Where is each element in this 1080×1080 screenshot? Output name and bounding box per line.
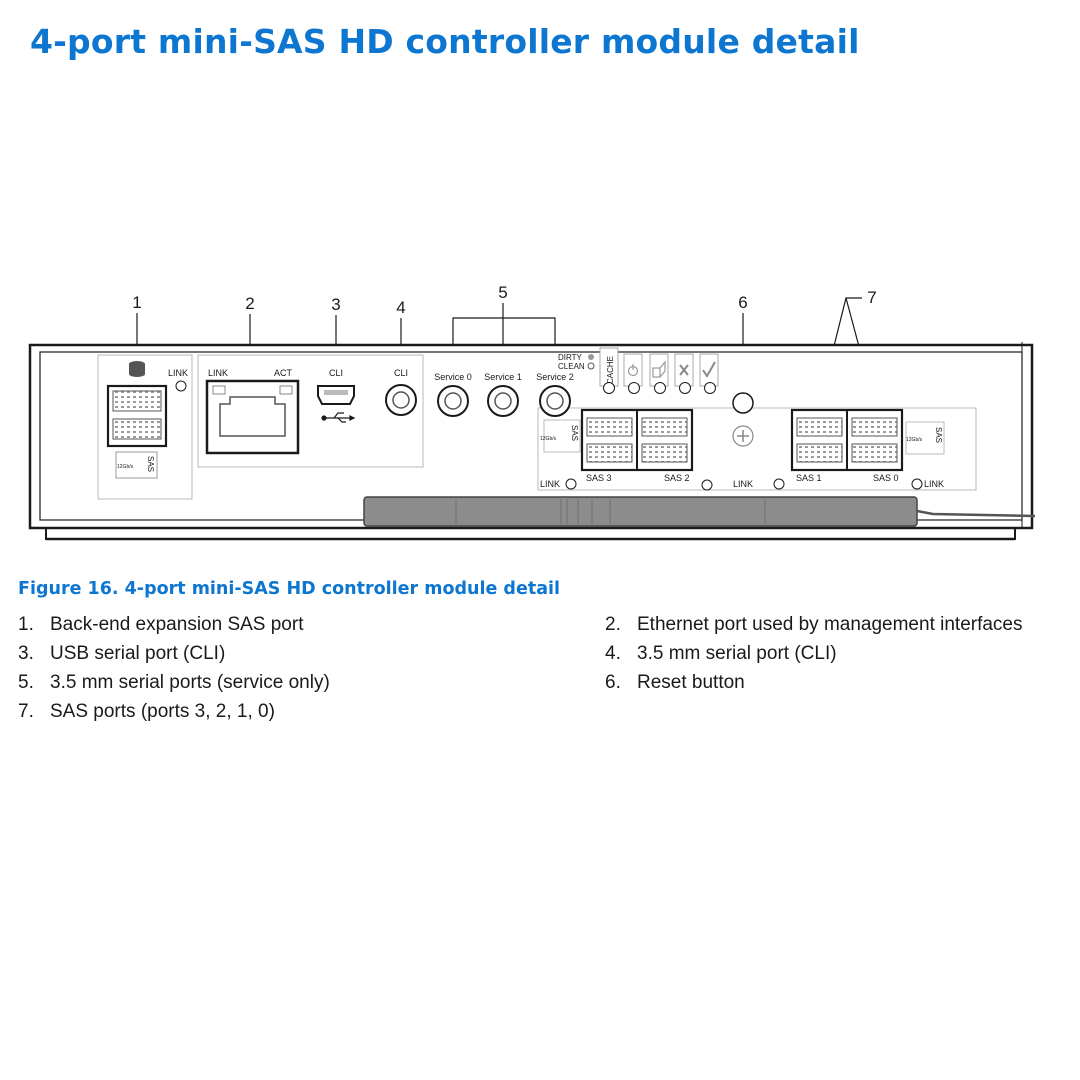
link-led-left bbox=[565, 478, 577, 490]
fault-led bbox=[679, 382, 691, 394]
cli-label-usb: CLI bbox=[329, 368, 343, 378]
status-leds: DIRTY CLEAN CACHE bbox=[558, 347, 719, 394]
eth-link-label: LINK bbox=[208, 368, 228, 378]
power-icon bbox=[627, 364, 639, 377]
fault-x-icon bbox=[679, 364, 689, 376]
sas-label-right: SAS bbox=[934, 427, 943, 443]
clean-label: CLEAN bbox=[558, 362, 585, 371]
cache-led bbox=[603, 382, 615, 394]
legend-item: 3. USB serial port (CLI) bbox=[18, 642, 605, 665]
usb-icon bbox=[321, 412, 356, 423]
figure-caption: Figure 16. 4-port mini-SAS HD controller… bbox=[18, 579, 560, 599]
service-ports: Service 0 Service 1 Service 2 bbox=[434, 372, 574, 417]
legend-number: 7. bbox=[18, 701, 34, 722]
speed-label-right: 12Gb/s bbox=[906, 437, 923, 443]
legend-text: 3.5 mm serial ports (service only) bbox=[50, 672, 330, 693]
link-label-mid: LINK bbox=[733, 479, 753, 489]
callout-6: 6 bbox=[738, 293, 747, 312]
ethernet-port: LINK ACT bbox=[205, 368, 300, 455]
legend-text: Back-end expansion SAS port bbox=[50, 614, 304, 635]
cli-label-audio: CLI bbox=[394, 368, 408, 378]
link-led-expansion bbox=[175, 380, 187, 392]
legend-number: 1. bbox=[18, 614, 34, 635]
legend-number: 2. bbox=[605, 614, 621, 635]
legend-item: 1. Back-end expansion SAS port bbox=[18, 613, 605, 636]
speed-label-expansion: 12Gb/s bbox=[117, 464, 134, 470]
link-led-sas2 bbox=[701, 479, 713, 491]
legend-text: Ethernet port used by management interfa… bbox=[637, 614, 1023, 635]
legend-text: SAS ports (ports 3, 2, 1, 0) bbox=[50, 701, 275, 722]
reset-button bbox=[732, 392, 754, 447]
service1-label: Service 1 bbox=[484, 372, 522, 382]
ok-led bbox=[704, 382, 716, 394]
callout-1: 1 bbox=[132, 293, 141, 312]
sas2-label: SAS 2 bbox=[664, 473, 690, 483]
sas3-label: SAS 3 bbox=[586, 473, 612, 483]
sas-label-expansion: SAS bbox=[146, 456, 155, 472]
sas1-label: SAS 1 bbox=[796, 473, 822, 483]
latch-handle bbox=[363, 496, 1036, 527]
sas-label-left: SAS bbox=[570, 425, 579, 441]
legend-item: 4. 3.5 mm serial port (CLI) bbox=[605, 642, 1065, 665]
legend-number: 6. bbox=[605, 672, 621, 693]
page-title: 4-port mini-SAS HD controller module det… bbox=[30, 22, 860, 61]
power-led bbox=[628, 382, 640, 394]
callout-2: 2 bbox=[245, 294, 254, 313]
unit-locator-icon bbox=[652, 360, 666, 378]
clean-icon bbox=[587, 362, 595, 370]
speed-label-left: 12Gb/s bbox=[540, 436, 557, 442]
locator-led bbox=[654, 382, 666, 394]
legend-number: 3. bbox=[18, 643, 34, 664]
service2-label: Service 2 bbox=[536, 372, 574, 382]
sub-panels bbox=[97, 354, 977, 500]
sas-host-ports: 12Gb/s SAS SAS 3 SAS 2 LINK LINK SAS 1 S… bbox=[540, 408, 945, 491]
ok-check-icon bbox=[702, 361, 716, 378]
legend-text: Reset button bbox=[637, 672, 745, 693]
legend-item: 5. 3.5 mm serial ports (service only) bbox=[18, 671, 605, 694]
link-led-right bbox=[911, 478, 923, 490]
callout-5: 5 bbox=[498, 283, 507, 302]
legend-number: 4. bbox=[605, 643, 621, 664]
dirty-label: DIRTY bbox=[558, 353, 583, 362]
link-label-expansion: LINK bbox=[168, 368, 188, 378]
callout-4: 4 bbox=[396, 298, 405, 317]
controller-module-diagram: 1 2 3 4 5 6 7 bbox=[28, 283, 1036, 541]
cache-label: CACHE bbox=[606, 356, 615, 384]
callout-3: 3 bbox=[331, 295, 340, 314]
legend-text: 3.5 mm serial port (CLI) bbox=[637, 643, 837, 664]
database-icon bbox=[129, 361, 145, 377]
callout-7: 7 bbox=[867, 288, 876, 307]
cli-serial-port-3-5mm: CLI bbox=[385, 368, 417, 416]
legend-item: 6. Reset button bbox=[605, 671, 1065, 694]
legend-item: 7. SAS ports (ports 3, 2, 1, 0) bbox=[18, 700, 605, 723]
link-label-right: LINK bbox=[924, 479, 944, 489]
link-led-mid bbox=[773, 478, 785, 490]
sas0-label: SAS 0 bbox=[873, 473, 899, 483]
legend-item: 2. Ethernet port used by management inter… bbox=[605, 613, 1065, 636]
eth-act-label: ACT bbox=[274, 368, 293, 378]
legend-text: USB serial port (CLI) bbox=[50, 643, 226, 664]
callout-legend: 1. Back-end expansion SAS port 2. Ethernet… bbox=[18, 613, 1078, 723]
service0-label: Service 0 bbox=[434, 372, 472, 382]
expansion-sas-port: 12Gb/s SAS LINK bbox=[106, 361, 188, 479]
dirty-icon bbox=[588, 354, 594, 360]
usb-serial-port: CLI bbox=[317, 368, 356, 423]
legend-number: 5. bbox=[18, 672, 34, 693]
link-label-left: LINK bbox=[540, 479, 560, 489]
